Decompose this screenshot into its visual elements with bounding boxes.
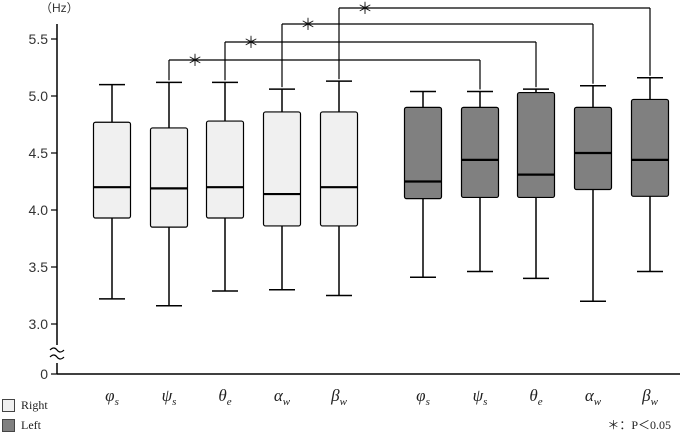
category-label: αw	[585, 386, 602, 408]
y-tick-label: 4.5	[29, 145, 49, 161]
box-right	[319, 111, 359, 227]
category-subscript: e	[538, 396, 543, 408]
category-subscript: s	[172, 396, 176, 408]
category-label: θe	[529, 386, 542, 408]
box-right	[262, 111, 302, 227]
category-subscript: w	[651, 396, 659, 408]
category-subscript: w	[283, 396, 291, 408]
category-label: βw	[641, 386, 658, 408]
y-tick-label: 3.5	[29, 259, 49, 275]
legend-right-swatch	[2, 399, 15, 412]
legend-right: Right	[2, 398, 48, 413]
legend-left-swatch	[2, 419, 15, 432]
category-symbol: β	[330, 386, 340, 405]
category-subscript: e	[227, 396, 232, 408]
box-right	[92, 121, 132, 219]
category-label: φs	[105, 386, 119, 408]
legend-left: Left	[2, 418, 41, 433]
significance-star: ＊	[243, 35, 259, 52]
box-left	[630, 98, 670, 197]
legend-left-label: Left	[21, 418, 41, 432]
box-left	[460, 106, 500, 199]
y-tick-label: 5.0	[29, 88, 49, 104]
category-symbol: φ	[416, 386, 425, 405]
y-tick-label: 3.0	[29, 316, 49, 332]
category-label: θe	[218, 386, 231, 408]
category-subscript: s	[483, 396, 487, 408]
category-label: βw	[330, 386, 347, 408]
significance-star: ＊	[357, 1, 373, 18]
y-ticks: 5.5 5.0 4.5 4.0 3.5 3.0 0	[29, 31, 57, 382]
category-subscript: s	[426, 396, 430, 408]
significance-brackets: ＊ ＊ ＊ ＊	[168, 1, 651, 90]
category-symbol: ψ	[162, 386, 173, 405]
category-symbol: θ	[529, 386, 537, 405]
y-tick-label: 4.0	[29, 202, 49, 218]
axis-break-upper	[49, 347, 65, 353]
axes	[49, 24, 680, 375]
boxes	[92, 77, 670, 307]
box-left	[403, 106, 443, 200]
category-subscript: w	[340, 396, 348, 408]
y-axis-unit: （Hz）	[40, 1, 79, 15]
category-symbol: θ	[218, 386, 226, 405]
category-label: ψs	[162, 386, 177, 408]
category-subscript: s	[115, 396, 119, 408]
legend-right-label: Right	[21, 398, 48, 412]
box-right	[149, 127, 189, 228]
box-left	[573, 106, 613, 191]
axis-break-lower	[49, 354, 65, 360]
significance-star: ＊	[300, 17, 316, 34]
y-tick-label: 0	[40, 366, 48, 382]
category-subscript: w	[594, 396, 602, 408]
significance-star: ＊	[187, 53, 203, 70]
box-right	[205, 120, 245, 219]
category-symbol: α	[585, 386, 595, 405]
category-symbol: β	[641, 386, 651, 405]
significance-note: ＊：P＜0.05	[607, 418, 671, 432]
category-label: φs	[416, 386, 430, 408]
category-symbol: ψ	[473, 386, 484, 405]
category-symbol: φ	[105, 386, 114, 405]
category-symbol: α	[274, 386, 284, 405]
y-tick-label: 5.5	[29, 31, 49, 47]
category-label: ψs	[473, 386, 488, 408]
category-label: αw	[274, 386, 291, 408]
box-left	[516, 91, 556, 199]
